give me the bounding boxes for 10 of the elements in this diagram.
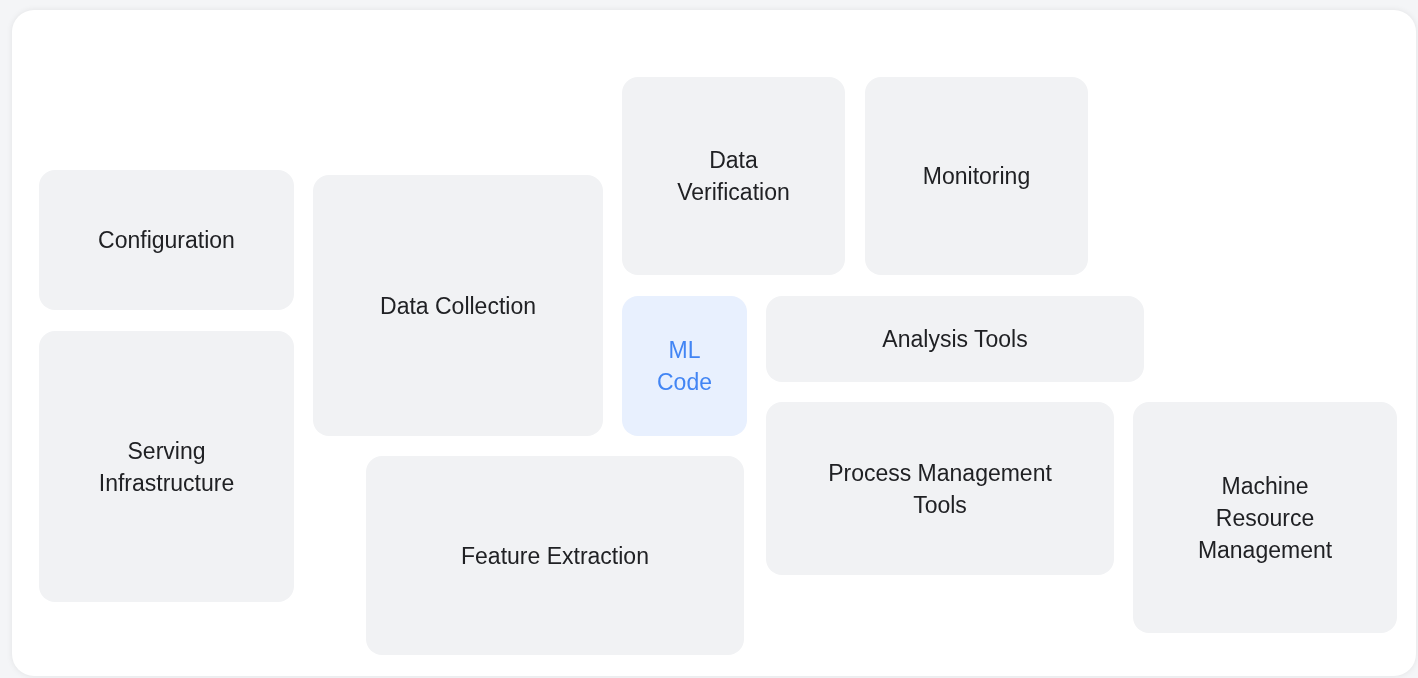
tile-label: Serving Infrastructure [97, 436, 236, 498]
tile-label: ML Code [656, 336, 713, 397]
tile-label: Monitoring [922, 162, 1031, 191]
tile-label: Data Verification [676, 146, 791, 207]
tile-label: Analysis Tools [882, 325, 1028, 354]
tile-label: Feature Extraction [461, 541, 649, 571]
tile-label: Data Collection [380, 291, 536, 321]
tile-label: Configuration [98, 226, 235, 255]
tile-label: Machine Resource Management [1196, 471, 1334, 565]
tile-label: Process Management Tools [827, 458, 1053, 520]
